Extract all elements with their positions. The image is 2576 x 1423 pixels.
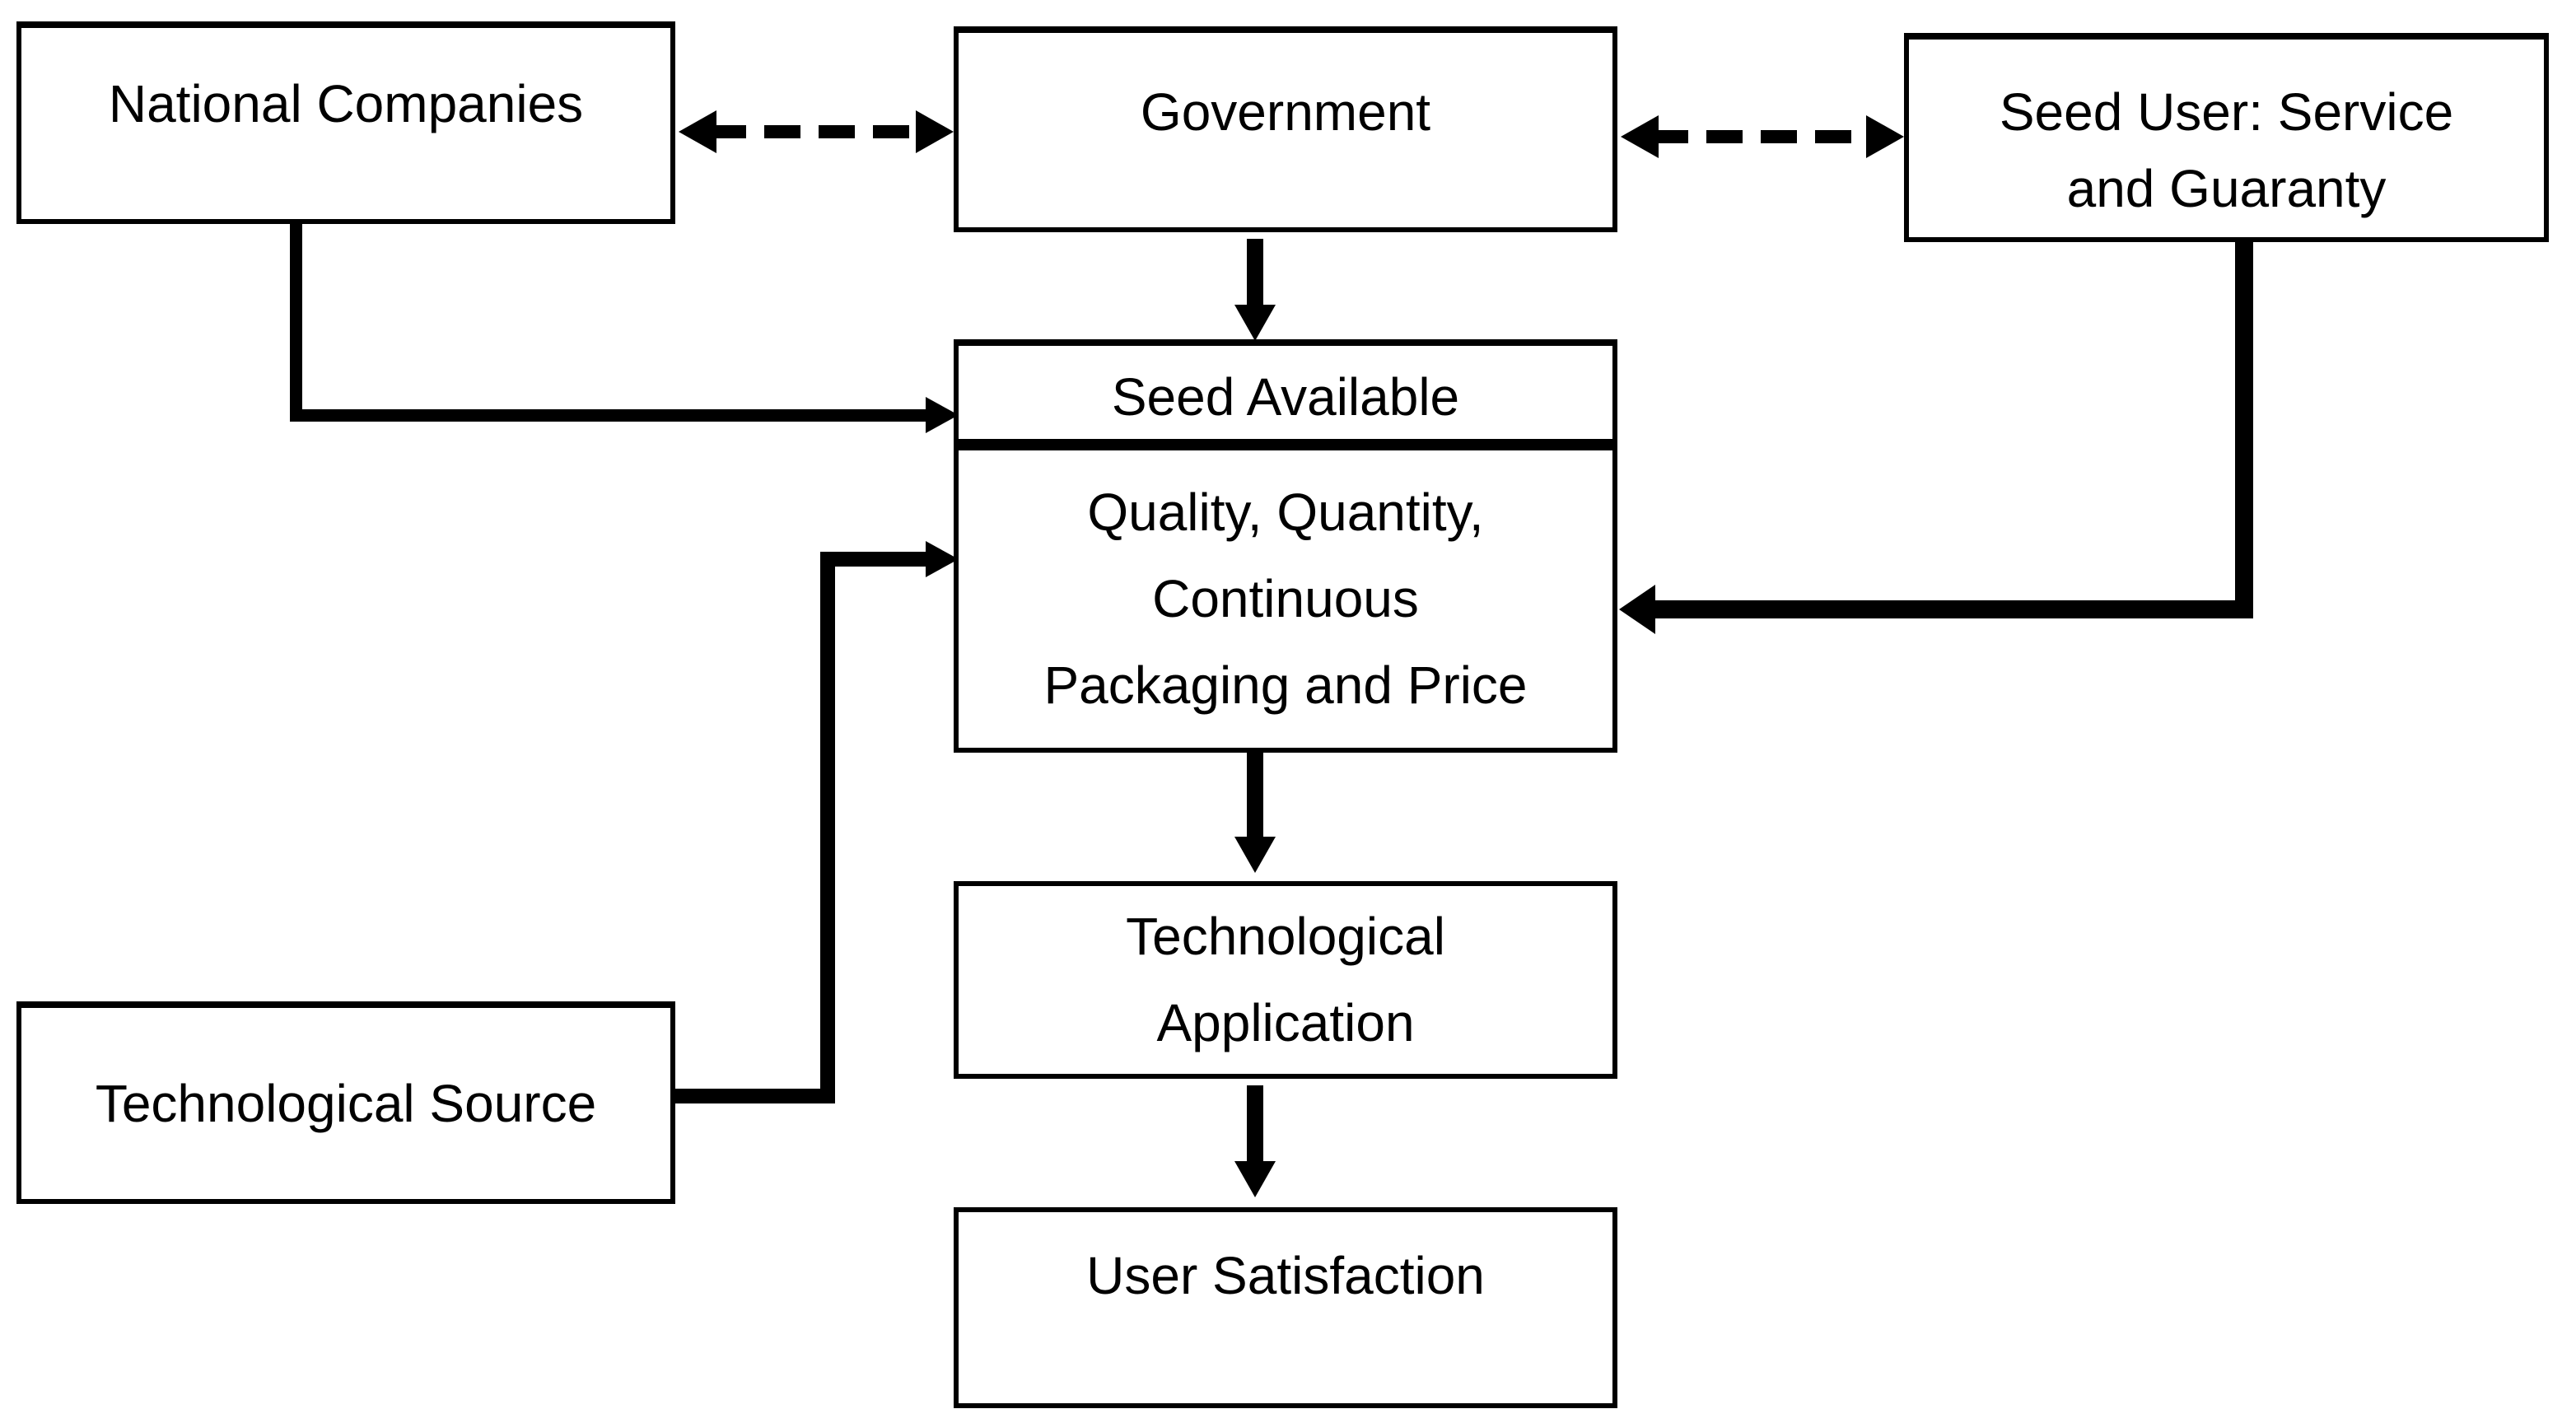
node-label-line: Quality, Quantity, [1087, 483, 1484, 542]
connector-national-companies-seed-available-horizontal [290, 409, 926, 422]
node-seed-user: Seed User: Service and Guaranty [1904, 33, 2549, 242]
node-label-line: Continuous [1152, 569, 1419, 628]
node-user-satisfaction: User Satisfaction [954, 1207, 1617, 1408]
arrowhead-right-icon [926, 541, 959, 577]
dashed-line [710, 125, 922, 138]
connector-government-seed-available [1247, 239, 1263, 305]
arrowhead-left-icon [1619, 585, 1655, 634]
node-label-line: Seed User: Service [1999, 82, 2454, 142]
arrowhead-right-icon [1866, 115, 1904, 158]
connector-quality-tech-application [1247, 753, 1263, 837]
connector-seed-user-quality-vertical [2235, 240, 2253, 618]
node-label-line: Packaging and Price [1043, 656, 1528, 715]
node-label: Technological Source [95, 1074, 597, 1133]
node-technological-application: Technological Application [954, 881, 1617, 1079]
arrowhead-right-icon [916, 110, 954, 153]
node-label-line: and Guaranty [2066, 159, 2387, 218]
connector-tech-source-quality-horizontal-upper [820, 552, 926, 567]
arrowhead-right-icon [926, 397, 959, 433]
dashed-connector-government-seed-user [1621, 115, 1904, 158]
dashed-connector-national-companies-government [679, 110, 954, 153]
connector-national-companies-seed-available-vertical [290, 222, 302, 422]
arrowhead-down-icon [1234, 1161, 1276, 1197]
connector-seed-user-quality-horizontal [1655, 600, 2253, 618]
node-label: Seed Available [1111, 366, 1460, 427]
connector-tech-source-quality-vertical [820, 552, 835, 1103]
node-label: National Companies [108, 74, 584, 133]
connector-tech-application-user-satisfaction [1247, 1085, 1263, 1161]
connector-tech-source-quality-horizontal-lower [675, 1089, 835, 1103]
node-seed-available: Seed Available [954, 339, 1617, 445]
node-national-companies: National Companies [16, 21, 675, 224]
node-label-line: Technological [1126, 907, 1445, 966]
node-government: Government [954, 26, 1617, 232]
node-label: User Satisfaction [1086, 1246, 1485, 1305]
node-technological-source: Technological Source [16, 1001, 675, 1204]
arrowhead-down-icon [1234, 305, 1276, 341]
node-label: Government [1140, 82, 1431, 142]
arrowhead-down-icon [1234, 837, 1276, 873]
dashed-line [1652, 130, 1873, 143]
node-quality-quantity: Quality, Quantity, Continuous Packaging … [954, 445, 1617, 753]
node-label-line: Application [1156, 993, 1415, 1052]
